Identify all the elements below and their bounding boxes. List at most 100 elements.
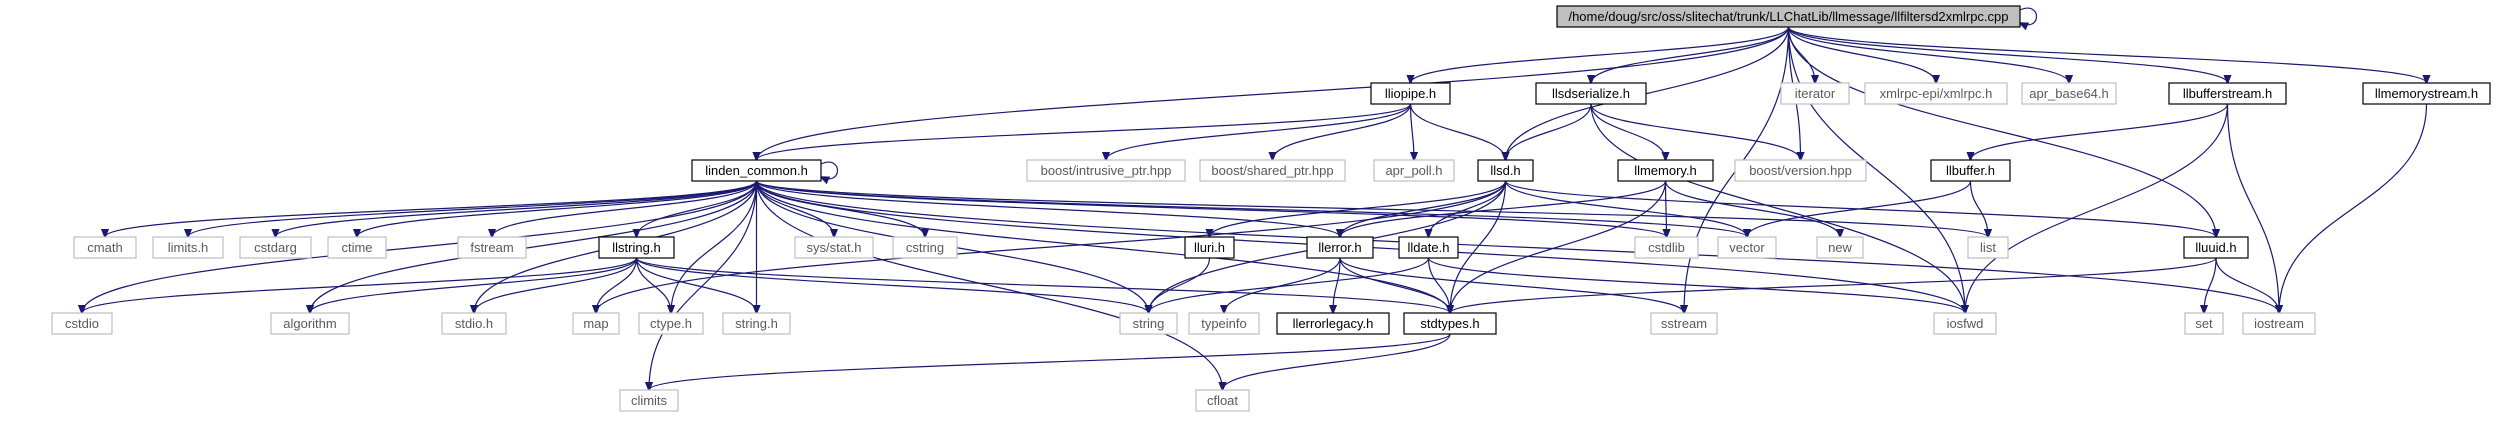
node-label: boost/intrusive_ptr.hpp: [1041, 163, 1172, 178]
edge-root-to-lliopipe: [1411, 26, 1790, 83]
node-box: [1184, 236, 1235, 259]
edge-linden_common-to-cstdarg: [276, 180, 758, 237]
node-box: [1119, 312, 1178, 335]
edge-linden_common-to-stdtypes: [755, 180, 1451, 313]
node-label: lluuid.h: [2195, 240, 2236, 255]
node-llmemorystream[interactable]: llmemorystream.h: [2362, 82, 2491, 105]
node-box: [691, 159, 822, 182]
edge-root-to-root: [2020, 7, 2038, 25]
node-box: [1864, 82, 2008, 105]
node-llsd[interactable]: llsd.h: [1477, 159, 1534, 182]
edge-llmemory-to-llerror: [1340, 180, 1667, 237]
node-lluuid[interactable]: lluuid.h: [2183, 236, 2249, 259]
edge-linden_common-to-linden_common: [821, 161, 839, 179]
node-label: lldate.h: [1408, 240, 1450, 255]
node-label: llerrorlegacy.h: [1293, 316, 1374, 331]
node-label: string.h: [735, 316, 778, 331]
node-box: [441, 312, 507, 335]
node-label: llsdserialize.h: [1552, 86, 1630, 101]
node-box: [722, 312, 791, 335]
node-label: apr_poll.h: [1385, 163, 1442, 178]
node-box: [572, 312, 620, 335]
node-llbuffer[interactable]: llbuffer.h: [1930, 159, 2011, 182]
edge-linden_common-to-cstdio: [82, 180, 758, 313]
edge-llstring-to-ctype_h: [635, 257, 672, 313]
edge-root-to-iosfwd: [1787, 26, 1966, 313]
node-box: [1199, 159, 1346, 182]
node-box: [1398, 236, 1459, 259]
edge-linden_common-to-cfloat: [755, 180, 1223, 390]
edge-llsdserialize-to-boost_version: [1590, 103, 1801, 160]
node-box: [1188, 312, 1260, 335]
node-label: apr_base64.h: [2029, 86, 2109, 101]
node-iterator: iterator: [1780, 82, 1850, 105]
node-cstdlib: cstdlib: [1634, 236, 1699, 259]
node-label: /home/doug/src/oss/slitechat/trunk/LLCha…: [1568, 9, 2008, 24]
node-boost-intrusive: boost/intrusive_ptr.hpp: [1026, 159, 1186, 182]
node-box: [1373, 159, 1455, 182]
node-llerrorlegacy[interactable]: llerrorlegacy.h: [1276, 312, 1390, 335]
edge-linden_common-to-limits_h: [188, 180, 758, 237]
edge-linden_common-to-vector: [755, 180, 1748, 237]
node-stdtypes[interactable]: stdtypes.h: [1403, 312, 1497, 335]
edge-llsdserialize-to-llmemory: [1590, 103, 1666, 160]
node-box: [1967, 236, 2009, 259]
node-box: [327, 236, 387, 259]
edge-linden_common-to-ctype_h: [671, 180, 758, 313]
node-box: [270, 312, 350, 335]
node-llmemory[interactable]: llmemory.h: [1617, 159, 1714, 182]
edge-llbuffer-to-list: [1969, 180, 1989, 237]
edge-lliopipe-to-apr_poll: [1411, 103, 1415, 160]
node-box: [2168, 82, 2287, 105]
edge-llbufferstream-to-iosfwd: [1965, 103, 2229, 313]
edge-linden_common-to-algorithm: [310, 180, 758, 313]
edge-llmemory-to-new: [1664, 180, 1841, 237]
node-llstring[interactable]: llstring.h: [598, 236, 675, 259]
edge-root-to-llbufferstream: [1787, 26, 2228, 83]
edge-lliopipe-to-linden_common: [757, 103, 1412, 160]
edge-llsdserialize-to-iosfwd: [1590, 103, 1965, 313]
node-linden-common[interactable]: linden_common.h: [691, 159, 822, 182]
edge-linden_common-to-llerror: [755, 180, 1341, 237]
node-label: llstring.h: [612, 240, 660, 255]
node-box: [1535, 82, 1647, 105]
edge-llstring-to-stdtypes: [635, 257, 1451, 313]
node-sstream: sstream: [1650, 312, 1718, 335]
node-label: iostream: [2254, 316, 2304, 331]
edge-root-to-apr_base64: [1787, 26, 2070, 83]
node-box: [1370, 82, 1451, 105]
node-box: [457, 236, 527, 259]
node-lluri[interactable]: lluri.h: [1184, 236, 1235, 259]
node-label: llsd.h: [1490, 163, 1520, 178]
node-llerror[interactable]: llerror.h: [1306, 236, 1374, 259]
node-box: [794, 236, 874, 259]
node-box: [2242, 312, 2316, 335]
node-box: [2183, 236, 2249, 259]
node-box: [1634, 236, 1699, 259]
edge-linden_common-to-cstring: [755, 180, 926, 237]
node-box: [1930, 159, 2011, 182]
node-iostream: iostream: [2242, 312, 2316, 335]
node-label: stdio.h: [455, 316, 493, 331]
node-lliopipe[interactable]: lliopipe.h: [1370, 82, 1451, 105]
node-label: cfloat: [1207, 393, 1238, 408]
node-cmath: cmath: [73, 236, 137, 259]
node-string: string: [1119, 312, 1178, 335]
node-lldate[interactable]: lldate.h: [1398, 236, 1459, 259]
node-box: [619, 389, 679, 412]
edge-llstring-to-map: [596, 257, 638, 313]
edge-lluuid-to-set: [2204, 257, 2217, 313]
edge-lldate-to-string: [1149, 257, 1430, 313]
node-label: cstdlib: [1648, 240, 1685, 255]
node-box: [2362, 82, 2491, 105]
node-ctime: ctime: [327, 236, 387, 259]
node-label: llmemorystream.h: [2375, 86, 2478, 101]
node-label: llbuffer.h: [1946, 163, 1995, 178]
node-list: list: [1967, 236, 2009, 259]
node-root[interactable]: /home/doug/src/oss/slitechat/trunk/LLCha…: [1556, 5, 2021, 28]
node-ctype-h: ctype.h: [638, 312, 704, 335]
edge-lluuid-to-stdtypes: [1450, 257, 2217, 313]
node-llbufferstream[interactable]: llbufferstream.h: [2168, 82, 2287, 105]
node-llsdserialize[interactable]: llsdserialize.h: [1535, 82, 1647, 105]
